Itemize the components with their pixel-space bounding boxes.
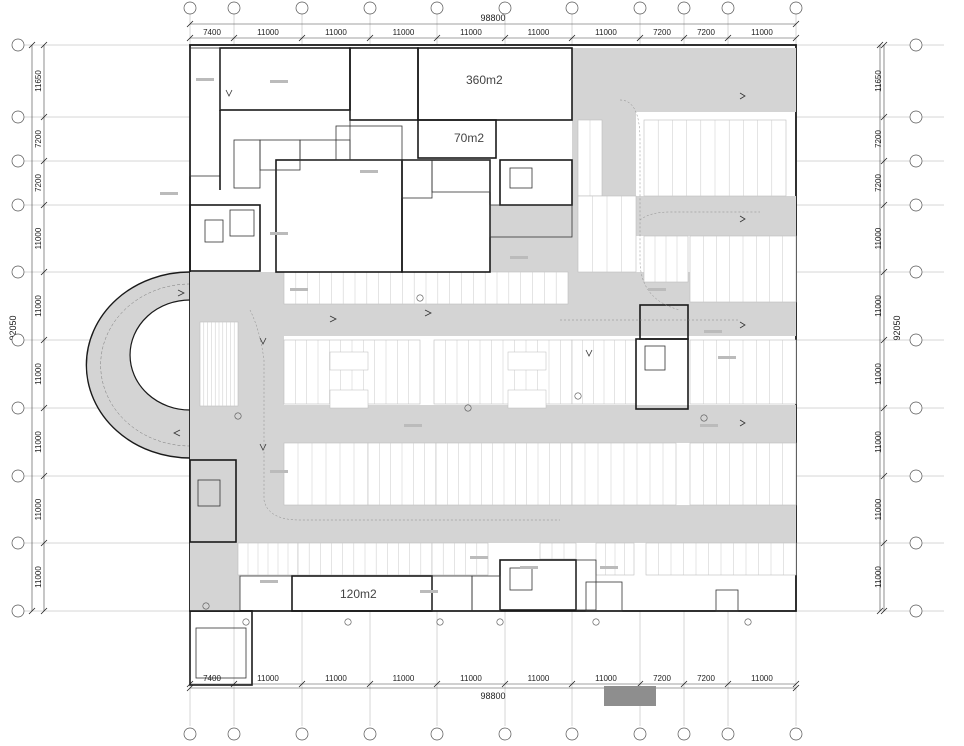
dimension-label: 7200	[697, 674, 715, 683]
dimension-label: 11000	[595, 28, 617, 37]
dimension-label: 11000	[874, 295, 883, 317]
dimension-label: 11000	[34, 566, 43, 588]
traffic-arrows	[173, 89, 746, 451]
dimension-label: 11000	[528, 28, 550, 37]
dimension-label: 11000	[393, 28, 415, 37]
dimension-label: 11000	[874, 498, 883, 520]
dimension-label: 7200	[34, 174, 43, 192]
dimension-label: 7200	[653, 28, 671, 37]
svg-text:360m2: 360m2	[466, 73, 503, 87]
svg-text:120m2: 120m2	[340, 587, 377, 601]
dimension-label: 11000	[393, 674, 415, 683]
dimension-label: 11000	[257, 28, 279, 37]
driving-route	[249, 99, 760, 521]
dimension-label: 11000	[460, 674, 482, 683]
equipment-rooms	[189, 47, 573, 273]
total-dimension-label: 98800	[480, 691, 505, 701]
total-dimension-label: 98800	[480, 13, 505, 23]
dimension-label: 11000	[528, 674, 550, 683]
dimension-label: 11000	[34, 295, 43, 317]
islands	[329, 351, 547, 409]
room-label-bottom: 120m2	[340, 587, 377, 601]
dimension-label: 11000	[325, 674, 347, 683]
dimension-label: 7200	[697, 28, 715, 37]
dimension-label: 11000	[874, 363, 883, 385]
dimension-label: 11000	[34, 498, 43, 520]
dimension-label: 11000	[751, 28, 773, 37]
total-dimension-label: 92050	[8, 315, 18, 340]
dimension-label: 11650	[874, 70, 883, 92]
svg-text:70m2: 70m2	[454, 131, 484, 145]
entrance-ramp	[85, 271, 191, 459]
dimension-label: 11000	[34, 227, 43, 249]
dimension-label: 7400	[203, 28, 221, 37]
total-dimension-label: 92050	[892, 315, 902, 340]
dimension-label: 11650	[34, 70, 43, 92]
dimension-label: 11000	[257, 674, 279, 683]
legend-block	[604, 686, 656, 706]
dimension-label: 7200	[653, 674, 671, 683]
lower-rooms	[189, 575, 739, 686]
dimension-label: 7200	[874, 174, 883, 192]
room-label-top-left: 360m2	[466, 73, 503, 87]
room-labels: 360m2 70m2 120m2	[340, 73, 503, 601]
dimension-label: 11000	[34, 431, 43, 453]
dimension-label: 11000	[325, 28, 347, 37]
dimension-label: 7400	[203, 674, 221, 683]
dimension-label: 11000	[34, 363, 43, 385]
stair-cores	[189, 159, 689, 611]
dimension-label: 11000	[874, 227, 883, 249]
axis-bubbles	[11, 1, 923, 741]
dimension-label: 11000	[460, 28, 482, 37]
dimension-label: 11000	[874, 566, 883, 588]
room-label-top-middle: 70m2	[454, 131, 484, 145]
parking-stall-blocks	[199, 119, 797, 576]
dimension-label: 11000	[751, 674, 773, 683]
dimension-label: 11000	[874, 431, 883, 453]
dimension-label: 11000	[595, 674, 617, 683]
annotation-markers	[160, 78, 752, 626]
dimension-chains: 7400 11000 11000 11000 11000 11000 11000 7200 72…	[8, 13, 902, 701]
dimension-label: 7200	[874, 130, 883, 148]
dimension-label: 7200	[34, 130, 43, 148]
